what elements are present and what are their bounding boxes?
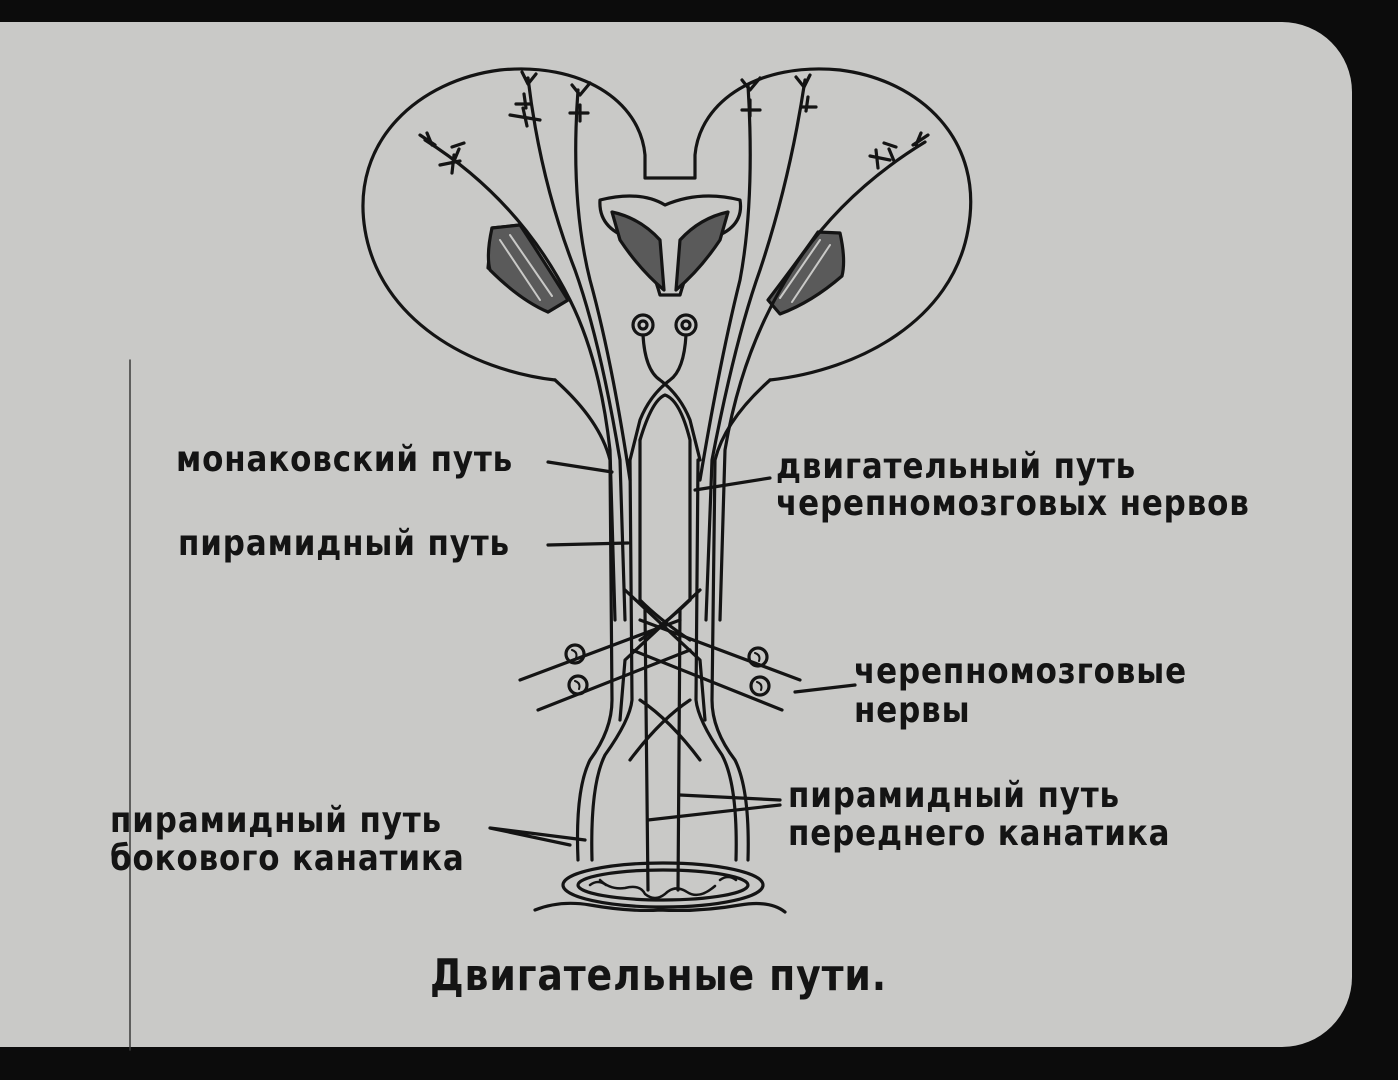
brainstem-left-wall — [553, 378, 614, 862]
leader-monakov — [546, 460, 614, 474]
left-red-nucleus-inner — [637, 319, 649, 331]
right-basal-ganglion — [766, 230, 846, 316]
cranial-nerve-fibers — [518, 618, 802, 712]
label-anterior-pyramidal-line1: пирамидный путь — [788, 775, 1121, 816]
brain-outline — [361, 67, 973, 382]
right-red-nucleus — [674, 313, 698, 337]
spinal-cord-section — [533, 861, 787, 914]
leader-anterior-pyramidal — [646, 793, 782, 822]
label-lateral-pyramidal-line2: бокового канатика — [110, 838, 465, 879]
left-red-nucleus — [631, 313, 655, 337]
label-cranial-motor-tract-line2: черепномозговых нервов — [776, 483, 1250, 524]
left-cortical-fibers — [418, 70, 632, 622]
leader-cranial-motor — [693, 476, 772, 492]
inner-right-wall — [694, 458, 738, 862]
label-anterior-pyramidal-line2: переднего канатика — [788, 813, 1171, 854]
label-cranial-motor-tract-line1: двигательный путь — [776, 446, 1137, 487]
brainstem-right-wall — [710, 378, 772, 862]
left-basal-ganglion — [486, 223, 570, 314]
label-lateral-pyramidal-line1: пирамидный путь — [110, 800, 443, 841]
pyramidal-decussation — [618, 393, 707, 892]
label-pyramidal-tract: пирамидный путь — [178, 523, 511, 564]
label-cranial-nerves-line1: черепномозговые — [854, 651, 1187, 692]
rubrospinal-left — [641, 333, 702, 462]
diagram-title: Двигательные пути. — [430, 950, 888, 1001]
leader-lateral-pyramidal — [488, 826, 587, 847]
right-red-nucleus-inner — [680, 319, 692, 331]
label-monakov-tract: монаковский путь — [176, 439, 514, 480]
right-cortical-fibers — [698, 73, 930, 622]
leader-pyramidal — [546, 541, 630, 547]
rubrospinal-right — [628, 333, 688, 462]
label-cranial-nerves-line2: нервы — [854, 690, 971, 731]
inner-left-wall — [590, 458, 634, 862]
slide-left-edge — [0, 22, 140, 1047]
midbrain-center — [598, 194, 743, 297]
leader-cranial-nerves — [793, 683, 857, 694]
slide-background — [0, 22, 1352, 1047]
